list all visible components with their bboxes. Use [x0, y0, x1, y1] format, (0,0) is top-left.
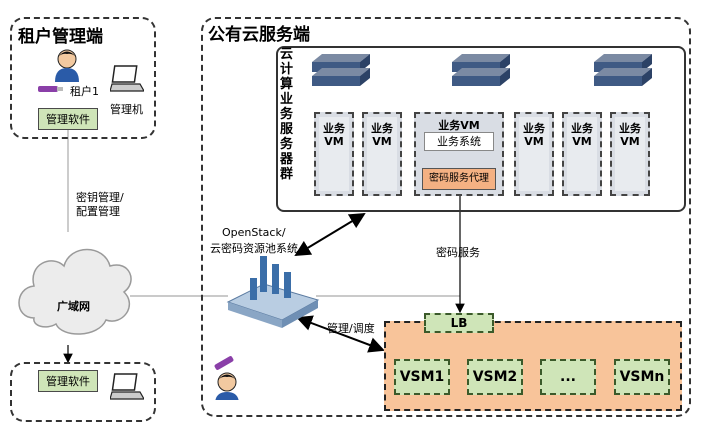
- vm-group-box: [276, 46, 686, 212]
- wan-label: 广域网: [57, 300, 90, 313]
- vm-label-5b: VM: [572, 135, 592, 148]
- crypto-service-label: 密码服务: [436, 246, 480, 259]
- vsm-n[interactable]: VSMn: [614, 359, 670, 395]
- public-cloud-title: 公有云服务端: [208, 25, 310, 45]
- vm-label-6b: VM: [620, 135, 640, 148]
- vm-label-4b: VM: [524, 135, 544, 148]
- laptop-icon: [110, 65, 144, 92]
- user-icon-bottom: [215, 372, 239, 400]
- big-vm-title: 业务VM: [438, 119, 480, 132]
- lb-box[interactable]: LB: [424, 313, 494, 333]
- vm-label-4a: 业务: [523, 122, 545, 135]
- vm-label-2b: VM: [372, 135, 392, 148]
- openstack-label-1: OpenStack/: [222, 226, 286, 239]
- big-vm-box[interactable]: 业务VM 业务系统 密码服务代理: [414, 112, 504, 196]
- computer-label: 管理机: [110, 103, 143, 116]
- server-icon-2: [452, 54, 510, 86]
- mgmt-schedule-label: 管理/调度: [327, 322, 375, 335]
- laptop-icon-bottom: [110, 373, 144, 400]
- usb-key-icon: [38, 86, 63, 92]
- vm-label-6a: 业务: [619, 122, 641, 135]
- user-icon: [55, 49, 79, 82]
- big-vm-system: 业务系统: [424, 132, 494, 151]
- vsm-2[interactable]: VSM2: [467, 359, 523, 395]
- tenant-top-panel: [10, 17, 156, 139]
- usb-key-icon-bottom: [214, 356, 234, 370]
- mgmt-software-bottom[interactable]: 管理软件: [38, 370, 98, 392]
- crypto-proxy-box: 密码服务代理: [422, 168, 496, 190]
- vm-label-1a: 业务: [323, 122, 345, 135]
- server-icon-3: [594, 54, 652, 86]
- vsm-1[interactable]: VSM1: [394, 359, 450, 395]
- user-label: 租户1: [70, 85, 99, 98]
- vm-label-1b: VM: [324, 135, 344, 148]
- wan-cloud-icon: [18, 248, 132, 335]
- vm-label-2a: 业务: [371, 122, 393, 135]
- mgmt-software-top[interactable]: 管理软件: [38, 108, 98, 130]
- vsm-ellipsis: ...: [540, 359, 596, 395]
- vm-group-label: 云计算业务服务器群: [280, 47, 294, 182]
- openstack-label-2: 云密码资源池系统: [210, 242, 298, 255]
- openstack-switch-icon: [226, 256, 320, 328]
- tenant-top-title: 租户管理端: [18, 27, 103, 47]
- key-mgmt-label-2: 配置管理: [76, 205, 120, 218]
- server-icon-1: [312, 54, 370, 86]
- key-mgmt-label-1: 密钥管理/: [76, 191, 124, 204]
- vm-label-5a: 业务: [571, 122, 593, 135]
